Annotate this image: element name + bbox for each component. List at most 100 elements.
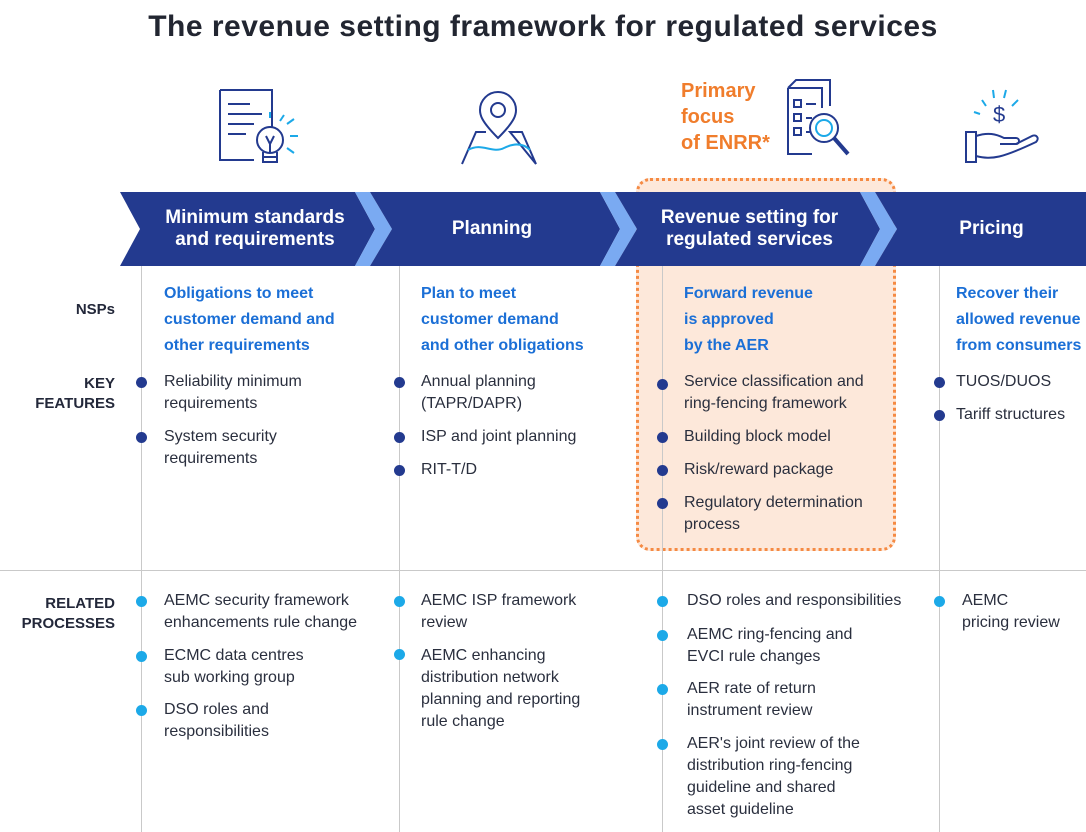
feature-item: Risk/reward package [684,459,833,481]
feature-line: ring-fencing framework [684,395,847,412]
stage-chevron-pricing [875,192,1086,266]
svg-text:$: $ [993,102,1005,127]
feature-line: Risk/reward package [684,461,834,478]
related-process-item: DSO roles and responsibilities [687,590,901,612]
bullet-dot [136,377,147,388]
feature-line: System security [164,428,277,445]
stage-title-pricing: Pricing [897,218,1086,240]
stage-title-line: and requirements [175,229,335,250]
related-process-item: AEMC ISP framework review [421,590,576,634]
stage-title-minimum-standards: Minimum standards and requirements [140,207,370,251]
statement-line: allowed revenue [956,311,1081,328]
related-line: AEMC ring-fencing and [687,626,853,643]
related-line: asset guideline [687,801,794,818]
related-line: distribution network [421,669,559,686]
related-line: AEMC security framework [164,592,349,609]
bullet-dot [657,379,668,390]
related-line: enhancements rule change [164,614,358,631]
bullet-dot [394,432,405,443]
related-process-item: AEMC pricing review [962,590,1060,634]
feature-item: System security requirements [164,426,277,470]
nsps-statement-pricing: Recover their allowed revenue from consu… [956,281,1081,359]
statement-line: Plan to meet [421,285,517,302]
hand-dollar-icon: $ [965,89,1039,163]
column-divider [662,266,663,832]
related-line: AER rate of return [687,680,816,697]
feature-line: Reliability minimum [164,373,302,390]
related-process-item: AEMC enhancing distribution network plan… [421,645,580,733]
statement-line: other requirements [164,337,310,354]
map-pin-icon [461,91,537,165]
row-label-nsps: NSPs [75,301,115,318]
stage-banner [120,192,1086,266]
stage-title-revenue-setting: Revenue setting for regulated services [637,207,862,251]
feature-item: Building block model [684,426,831,448]
chevron-separator-highlight [355,192,392,266]
related-line: rule change [421,713,505,730]
related-line: guideline and shared [687,779,836,796]
feature-line: RIT-T/D [421,461,477,478]
statement-line: Forward revenue [684,285,813,302]
stage-chevron-minimum-standards [120,192,375,266]
row-label-related-processes: RELATED PROCESSES [22,594,115,634]
stage-title-planning: Planning [392,218,592,240]
checklist-magnifier-icon [787,79,850,156]
feature-item: TUOS/DUOS [956,371,1051,393]
feature-line: process [684,516,741,533]
related-line: sub working group [164,669,295,686]
stage-chevron-revenue-setting [615,192,880,266]
related-line: DSO roles and responsibilities [687,592,902,609]
focus-label-line: Primary [681,80,756,102]
related-line: distribution ring-fencing [687,757,853,774]
nsps-statement-planning: Plan to meet customer demand and other o… [421,281,584,359]
related-line: instrument review [687,702,813,719]
column-divider [939,266,940,832]
related-process-item: DSO roles and responsibilities [164,699,269,743]
row-label-line: FEATURES [35,395,115,412]
bullet-dot [657,465,668,476]
statement-line: from consumers [956,337,1082,354]
bullet-dot [657,596,668,607]
related-line: AER's joint review of the [687,735,860,752]
feature-line: Regulatory determination [684,494,863,511]
stage-title-line: regulated services [666,229,833,250]
feature-item: Service classification and ring-fencing … [684,371,864,415]
bullet-dot [136,596,147,607]
stage-title-line: Planning [451,218,533,239]
statement-line: Obligations to meet [164,285,314,302]
document-lightbulb-icon [219,89,298,163]
column-divider [141,266,142,832]
bullet-dot [934,377,945,388]
section-divider [0,570,1086,571]
nsps-statement-minimum-standards: Obligations to meet customer demand and … [164,281,335,359]
bullet-dot [657,684,668,695]
bullet-dot [394,377,405,388]
bullet-dot [657,432,668,443]
related-line: AEMC [962,592,1009,609]
related-process-item: AEMC ring-fencing and EVCI rule changes [687,624,852,668]
related-line: EVCI rule changes [687,648,821,665]
feature-item: Regulatory determination process [684,492,863,536]
feature-line: (TAPR/DAPR) [421,395,523,412]
feature-item: ISP and joint planning [421,426,576,448]
row-label-line: PROCESSES [21,615,115,632]
bullet-dot [657,498,668,509]
related-process-item: ECMC data centres sub working group [164,645,304,689]
bullet-dot [394,596,405,607]
feature-line: requirements [164,450,258,467]
page-title: The revenue setting framework for regula… [148,10,938,43]
feature-item: Annual planning (TAPR/DAPR) [421,371,536,415]
statement-line: and other obligations [421,337,584,354]
related-line: planning and reporting [421,691,581,708]
statement-line: customer demand [421,311,559,328]
bullet-dot [136,432,147,443]
stage-title-line: Minimum standards [165,207,345,228]
row-label-line: KEY [84,375,115,392]
related-process-item: AEMC security framework enhancements rul… [164,590,357,634]
feature-line: Tariff structures [956,406,1066,423]
focus-label-line: focus [681,106,735,128]
related-line: DSO roles and [164,701,269,718]
feature-line: Building block model [684,428,831,445]
related-line: AEMC enhancing [421,647,546,664]
statement-line: by the AER [684,337,769,354]
